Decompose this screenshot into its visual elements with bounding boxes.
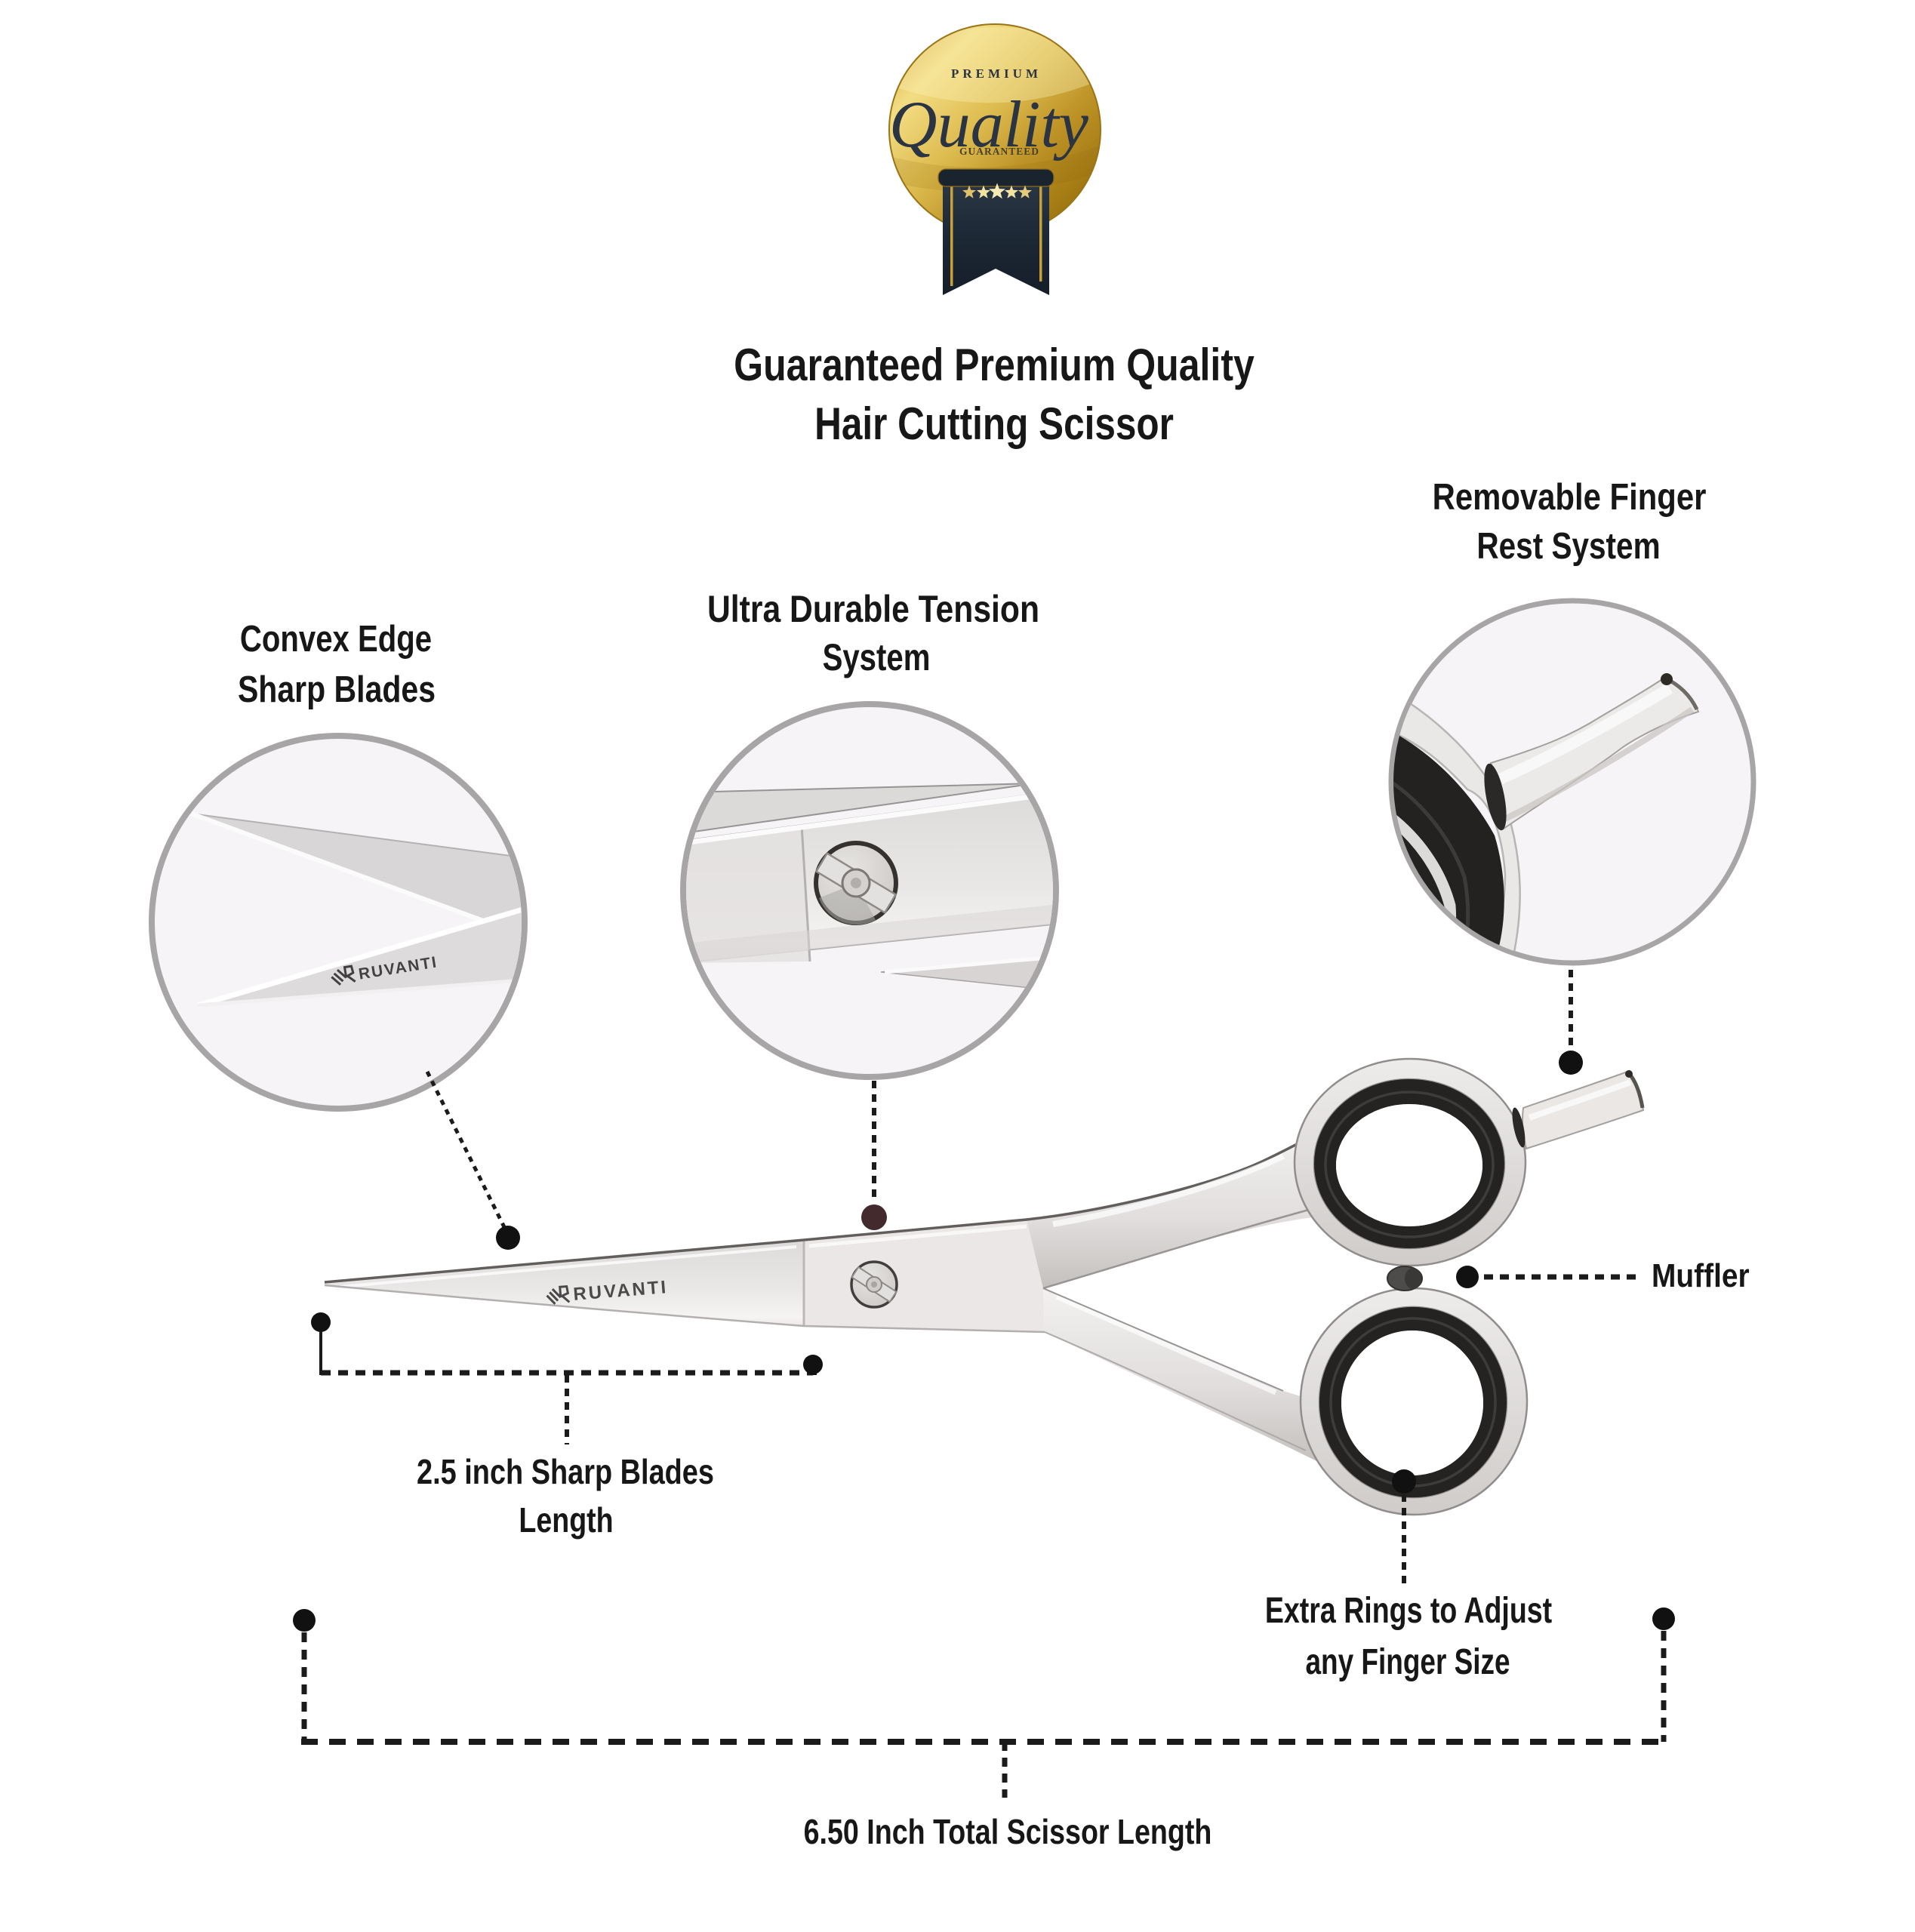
svg-text:GUARANTEED: GUARANTEED [959, 146, 1039, 157]
svg-text:Quality: Quality [889, 88, 1089, 162]
svg-text:PREMIUM: PREMIUM [951, 66, 1042, 81]
